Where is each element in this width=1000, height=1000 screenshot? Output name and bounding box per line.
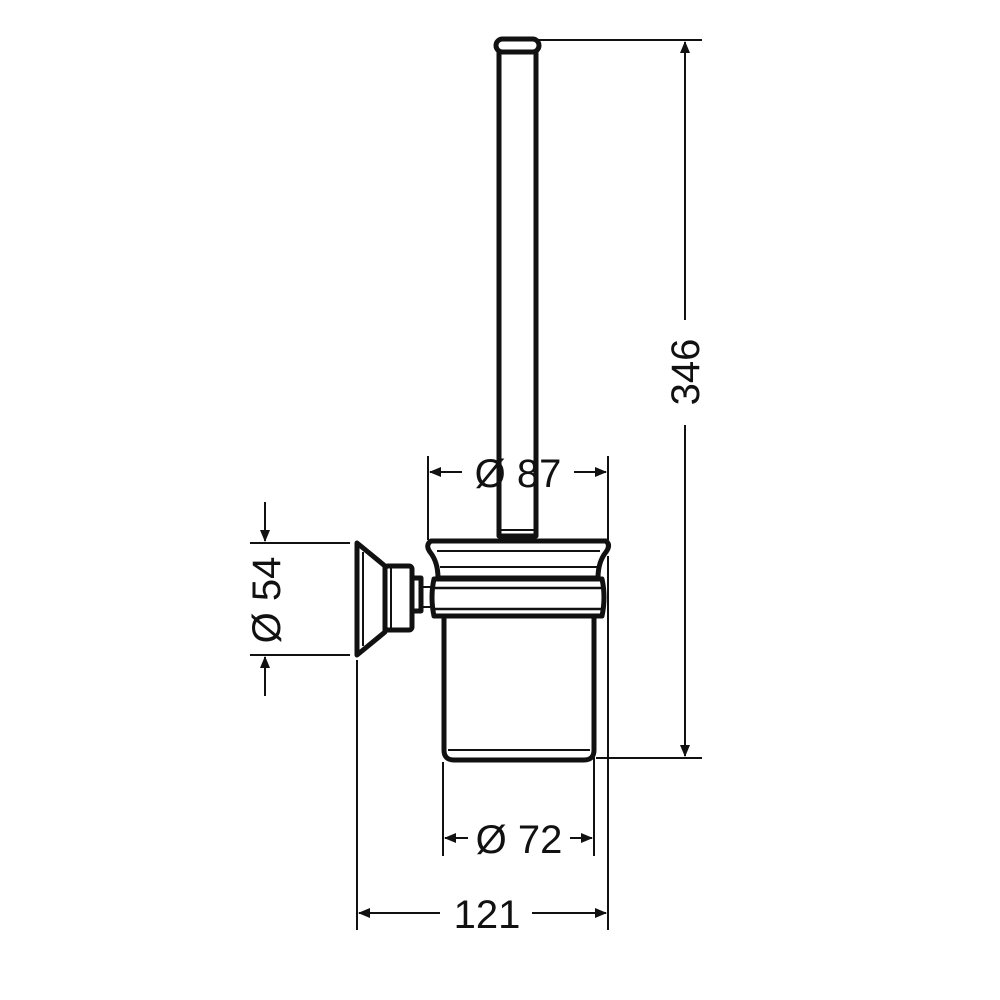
dimension-cup: Ø 72	[442, 620, 595, 862]
dimension-projection: 121	[356, 556, 609, 937]
cup	[425, 538, 611, 763]
dimension-wall-plate: Ø 54	[245, 502, 350, 696]
dimension-cup-rim: Ø 87	[427, 452, 609, 540]
dimension-label-cup-rim: Ø 87	[475, 452, 562, 496]
brush-handle	[493, 36, 542, 539]
dimension-label-projection: 121	[454, 893, 521, 937]
dimension-label-wall-plate: Ø 54	[245, 557, 289, 644]
dimension-label-cup: Ø 72	[476, 818, 563, 862]
dimension-label-height: 346	[664, 339, 708, 406]
dimension-height: 346	[538, 39, 708, 759]
wall-plate	[354, 540, 434, 658]
